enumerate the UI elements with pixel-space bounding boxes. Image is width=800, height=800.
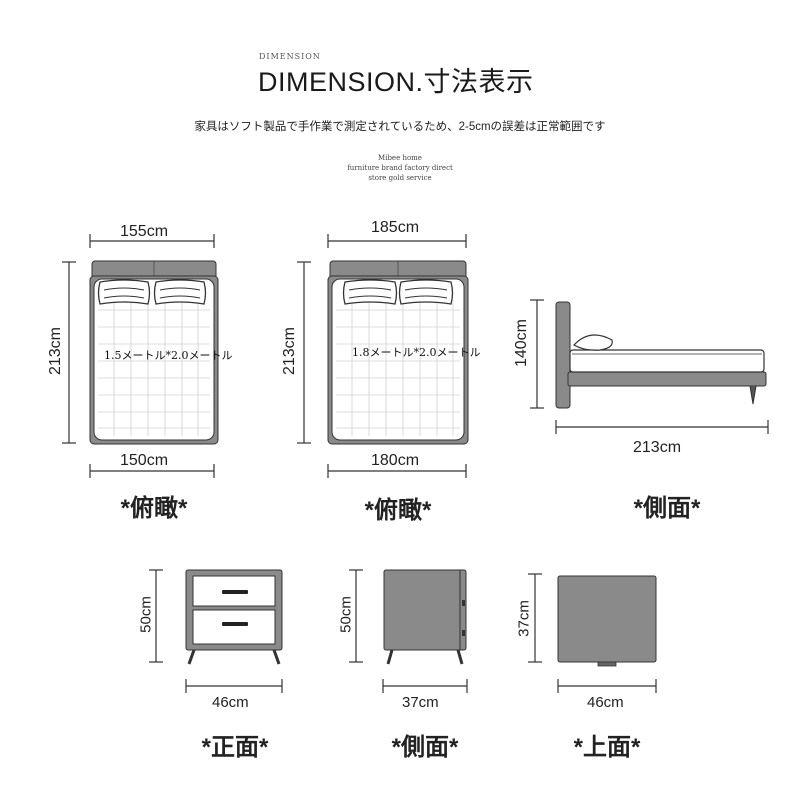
bed-small-top-view (89, 260, 219, 445)
dimension-width-bottom: 180cm (371, 452, 420, 469)
header-overline: DIMENSION (259, 52, 321, 61)
dimension-height: 50cm (337, 596, 355, 633)
brand-line: store gold service (368, 174, 432, 182)
dimension-width-top: 155cm (120, 223, 169, 240)
nightstand-side-view (383, 569, 467, 665)
drawer-handle (222, 590, 248, 594)
caption-front-view: *正面* (201, 734, 269, 761)
caption-top-view: *俯瞰* (120, 495, 188, 522)
caption-side-view: *側面* (633, 495, 701, 522)
pillow-icon (97, 279, 207, 305)
brand-line: furniture brand factory direct (347, 164, 453, 172)
page-title: DIMENSION.寸法表示 (258, 67, 534, 97)
nightstand-top-view (557, 575, 657, 667)
dimension-length: 213cm (633, 439, 682, 456)
caption-side-view: *側面* (391, 734, 459, 761)
bed-large-top-view (327, 260, 469, 445)
pillow-icon (342, 279, 454, 305)
caption-top-view: *上面* (573, 734, 641, 761)
dimension-width: 46cm (212, 694, 249, 711)
quilt-pattern (336, 300, 460, 436)
dimension-width-bottom: 150cm (120, 452, 169, 469)
bed-size-label: 1.8メートル*2.0メートル (352, 346, 481, 359)
nightstand-front-view (185, 569, 283, 665)
dimension-width: 46cm (587, 694, 624, 711)
pillow-icon (573, 334, 613, 351)
brand-line: Mibee home (378, 154, 422, 162)
dimension-height: 50cm (137, 596, 155, 633)
drawer-handle (222, 622, 248, 626)
dimension-width-top: 185cm (371, 219, 420, 236)
dimension-width: 37cm (402, 694, 439, 711)
brand-block: Mibee home furniture brand factory direc… (300, 153, 500, 183)
bed-size-label: 1.5メートル*2.0メートル (104, 349, 233, 362)
dimension-length: 213cm (47, 326, 64, 376)
bed-side-view (555, 301, 767, 409)
page-subtitle: 家具はソフト製品で手作業で測定されているため、2-5cmの誤差は正常範囲です (194, 121, 606, 133)
caption-top-view: *俯瞰* (364, 497, 432, 524)
quilt-pattern (98, 300, 210, 436)
dimension-length: 213cm (281, 326, 298, 376)
dimension-height: 37cm (515, 600, 533, 637)
dimension-height: 140cm (513, 318, 530, 368)
